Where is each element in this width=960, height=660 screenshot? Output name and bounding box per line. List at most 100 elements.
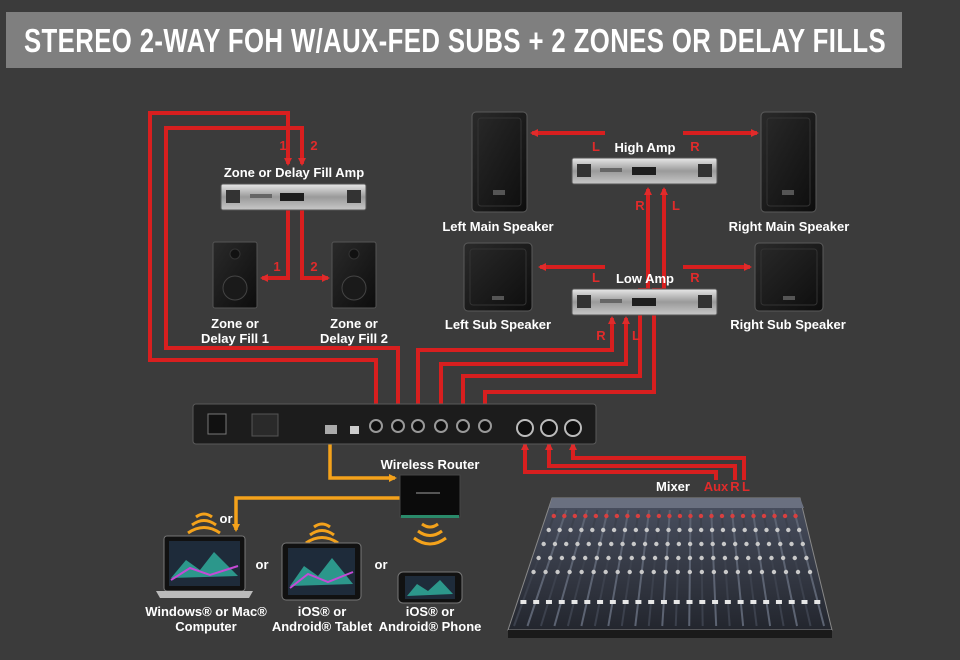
mixer-knob (631, 541, 637, 547)
mixer-knob (541, 541, 546, 547)
mixer-knob (740, 513, 746, 519)
mixer-knob (603, 569, 608, 575)
mixer-r-label: R (730, 479, 740, 494)
tablet-wifi-icon (305, 522, 339, 545)
mixer-knob (611, 527, 617, 533)
mixer-knob (757, 555, 763, 561)
mixer-fader (622, 600, 629, 604)
mixer-knob (687, 541, 693, 547)
mixer-knob (597, 541, 603, 547)
mixer-knob (635, 513, 641, 519)
mixer-knob (591, 569, 596, 575)
mixer-knob (751, 513, 756, 519)
mixer-knob (639, 569, 644, 575)
right-sub-speaker (754, 242, 824, 312)
mixer-knob (688, 527, 693, 533)
mixer-fader (520, 600, 527, 604)
mixer-knob (753, 527, 758, 533)
mixer-knob (546, 527, 551, 533)
zone-amp-label: Zone or Delay Fill Amp (224, 165, 364, 180)
mixer-knob (586, 541, 591, 547)
mixer-knob (795, 569, 801, 575)
right-main-speaker (760, 111, 817, 213)
mixer-knob (572, 513, 578, 519)
mixer-knob (583, 513, 588, 519)
mixer-knob (625, 513, 630, 519)
mixer-knob (564, 541, 569, 547)
mixer-knob (655, 527, 660, 533)
mixer-knob (571, 555, 576, 561)
mixer-knob (651, 569, 656, 575)
router-wifi-icon (413, 522, 447, 546)
phone-label-line2: Android® Phone (379, 619, 482, 634)
mixer-fader (597, 600, 604, 604)
mixer-knob (735, 569, 741, 575)
channel-tags: 1 2 1 2 L R R L L R R L (273, 138, 700, 343)
wire-zone-input-1 (148, 111, 378, 418)
mixer-knob (789, 541, 794, 547)
mixer-fader (801, 600, 808, 604)
mixer-fader (750, 600, 757, 604)
mixer-knob (614, 513, 620, 519)
wire-high-input-l (483, 187, 668, 418)
mixer-knob (615, 569, 620, 575)
mixer-strip (688, 509, 692, 627)
mixer-fader (660, 600, 667, 604)
mixer-knob (664, 555, 669, 561)
mixer-knob (722, 555, 728, 561)
mixer-knob (633, 527, 639, 533)
mixer-l-label: L (742, 479, 750, 494)
or-label-3: or (375, 557, 388, 572)
mixer-knob (667, 513, 672, 519)
or-label-2: or (256, 557, 269, 572)
mixer-knob (792, 555, 797, 561)
wire-zone-out-2 (300, 210, 330, 282)
network-wires (232, 436, 400, 532)
mixer-knob (742, 527, 747, 533)
mixer-fader (775, 600, 782, 604)
mixer-knob (755, 541, 760, 547)
or-label-1: or (220, 511, 233, 526)
mixer-fader (558, 600, 565, 604)
mixer-knob (804, 555, 809, 561)
mixer-fader (724, 600, 731, 604)
mixer-knob (652, 555, 658, 561)
mixer-knob (543, 569, 548, 575)
phone-label-line1: iOS® or (406, 604, 455, 619)
mixer-fader (712, 600, 719, 604)
mixer-knob (688, 513, 693, 519)
mixer-fader (648, 600, 655, 604)
mixer-label: Mixer (656, 479, 690, 494)
laptop-computer (156, 535, 253, 598)
mixer-knob (666, 527, 671, 533)
tablet-label-line1: iOS® or (298, 604, 347, 619)
zone-fill-1-label-line1: Zone or (211, 316, 259, 331)
mixer-knob (593, 513, 599, 519)
computer-label-line2: Computer (175, 619, 236, 634)
mixer-knob (627, 569, 632, 575)
mixer-knob (699, 569, 705, 575)
mixer-knob (723, 569, 729, 575)
mixer-knob (676, 541, 682, 547)
wire-mixer-l (569, 442, 746, 480)
mixer-knob (711, 555, 716, 561)
mixer-knob (771, 569, 777, 575)
mixer-knob (720, 527, 726, 533)
mixer-knob (604, 513, 609, 519)
mixer-knob (641, 555, 646, 561)
tag-zone-in-2: 2 (310, 138, 317, 153)
right-sub-label: Right Sub Speaker (730, 317, 846, 332)
left-main-label: Left Main Speaker (442, 219, 553, 234)
mixer-fader (545, 600, 552, 604)
tag-zone-out-1: 1 (273, 259, 280, 274)
mixer-knob (769, 555, 774, 561)
mixer-knob (782, 513, 788, 519)
zone-fill-2-label-line2: Delay Fill 2 (320, 331, 388, 346)
mixer-knob (675, 569, 681, 575)
zone-fill-1-label-line2: Delay Fill 1 (201, 331, 269, 346)
mixer-knob (567, 569, 572, 575)
left-main-speaker (471, 111, 528, 213)
mixer-knob (642, 541, 648, 547)
tag-low-in-r: R (596, 328, 606, 343)
